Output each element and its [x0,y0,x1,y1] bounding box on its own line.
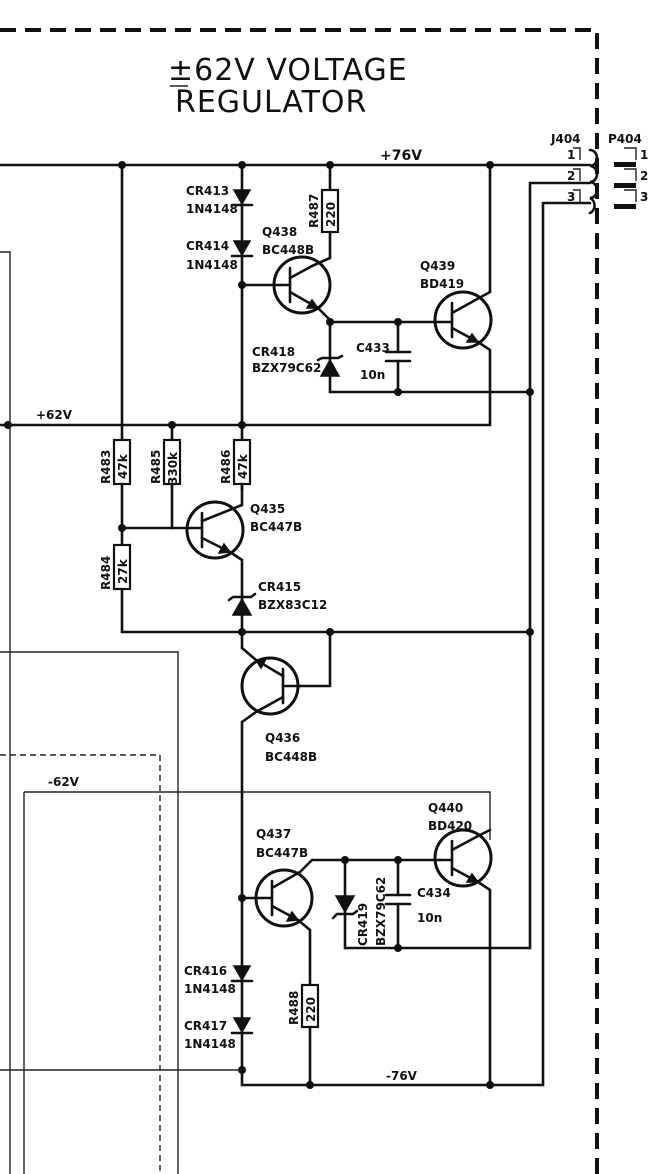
left-trace-2 [0,651,179,1174]
resistor-r483: R483 47k [99,438,132,486]
p404-name: P404 [608,132,642,146]
svg-text:R487: R487 [307,194,321,228]
svg-text:R484: R484 [99,556,113,590]
svg-text:R486: R486 [219,450,233,484]
capacitor-c434: C434 10n [384,858,451,950]
left-trace-3 [0,754,161,1174]
svg-text:BZX79C62: BZX79C62 [252,361,321,375]
diode-cr413: CR413 1N4148 [186,184,254,216]
svg-text:1N4148: 1N4148 [184,1037,236,1051]
rail-plus-76v: +76V [0,148,592,167]
svg-text:3: 3 [567,190,575,204]
svg-text:CR416: CR416 [184,964,227,978]
lead-pin3 [240,201,592,1087]
svg-text:1: 1 [640,148,648,162]
svg-text:BZX83C12: BZX83C12 [258,598,327,612]
svg-text:220: 220 [304,997,318,1022]
transistor-q437: Q437 BC447B [254,827,314,928]
diode-cr419: CR419 BZX79C62 [331,858,388,950]
svg-text:C434: C434 [417,886,451,900]
title-line-1: ±62V VOLTAGE [168,53,408,88]
diode-cr414: CR414 1N4148 [186,239,254,272]
svg-text:Q436: Q436 [265,731,300,745]
svg-text:220: 220 [324,202,338,227]
svg-text:R485: R485 [149,450,163,484]
svg-text:Q439: Q439 [420,259,455,273]
svg-text:BD420: BD420 [428,819,472,833]
svg-text:Q435: Q435 [250,502,285,516]
svg-text:BC447B: BC447B [250,520,302,534]
svg-text:R488: R488 [287,991,301,1025]
diode-cr417: CR417 1N4148 [184,1017,254,1051]
transistor-q439: Q439 BD419 [420,259,493,350]
svg-text:Q440: Q440 [428,801,463,815]
resistor-r487: R487 220 [307,188,340,234]
svg-text:47k: 47k [116,453,130,479]
svg-text:BC448B: BC448B [262,243,314,257]
svg-text:10n: 10n [360,368,385,382]
svg-text:2: 2 [640,169,648,183]
transistor-q435: Q435 BC447B [185,500,302,560]
label-plus-62v: +62V [36,408,73,422]
label-plus-76v: +76V [380,148,422,164]
resistor-r488: R488 220 [287,983,320,1029]
board-boundary [0,28,599,1174]
transistor-q438: Q438 BC448B [262,225,332,315]
left-trace-1 [0,251,11,1174]
rail-minus-62v: -62V [23,775,491,1174]
svg-text:2: 2 [567,169,575,183]
capacitor-c433: C433 10n [356,320,412,394]
connector-p404: P404 1 2 3 [608,132,648,209]
svg-text:330k: 330k [166,451,180,485]
svg-text:CR415: CR415 [258,580,301,594]
svg-text:CR419: CR419 [356,903,370,946]
svg-text:CR418: CR418 [252,345,295,359]
svg-text:BC448B: BC448B [265,750,317,764]
j404-name: J404 [550,132,581,146]
transistor-q440: Q440 BD420 [428,801,493,888]
connector-j404: J404 1 2 3 [550,132,599,215]
svg-text:1N4148: 1N4148 [184,982,236,996]
svg-text:1N4148: 1N4148 [186,258,238,272]
svg-text:Q438: Q438 [262,225,297,239]
resistor-r484: R484 27k [99,543,132,591]
lead-pin2 [528,181,592,950]
svg-text:10n: 10n [417,911,442,925]
svg-text:R483: R483 [99,450,113,484]
svg-text:Q437: Q437 [256,827,291,841]
svg-text:47k: 47k [236,453,250,479]
diode-cr418: CR418 BZX79C62 [252,320,344,394]
svg-text:CR413: CR413 [186,184,229,198]
diode-cr415: CR415 BZX83C12 [227,580,327,616]
label-minus-76v: -76V [386,1069,418,1083]
svg-text:27k: 27k [116,558,130,584]
svg-text:BC447B: BC447B [256,846,308,860]
svg-text:C433: C433 [356,341,390,355]
title-line-2: REGULATOR [175,85,367,120]
rail-minus-76v: -76V [0,1066,494,1089]
svg-text:BZX79C62: BZX79C62 [374,877,388,946]
svg-text:1: 1 [567,148,575,162]
label-minus-62v: -62V [48,775,80,789]
diode-cr416: CR416 1N4148 [184,964,254,996]
svg-text:1N4148: 1N4148 [186,202,238,216]
resistor-r486: R486 47k [219,438,252,486]
svg-text:BD419: BD419 [420,277,464,291]
svg-text:CR417: CR417 [184,1019,227,1033]
resistor-r485: R485 330k [149,438,182,486]
svg-text:CR414: CR414 [186,239,229,253]
transistor-q436: Q436 BC448B [240,646,317,764]
svg-text:3: 3 [640,190,648,204]
